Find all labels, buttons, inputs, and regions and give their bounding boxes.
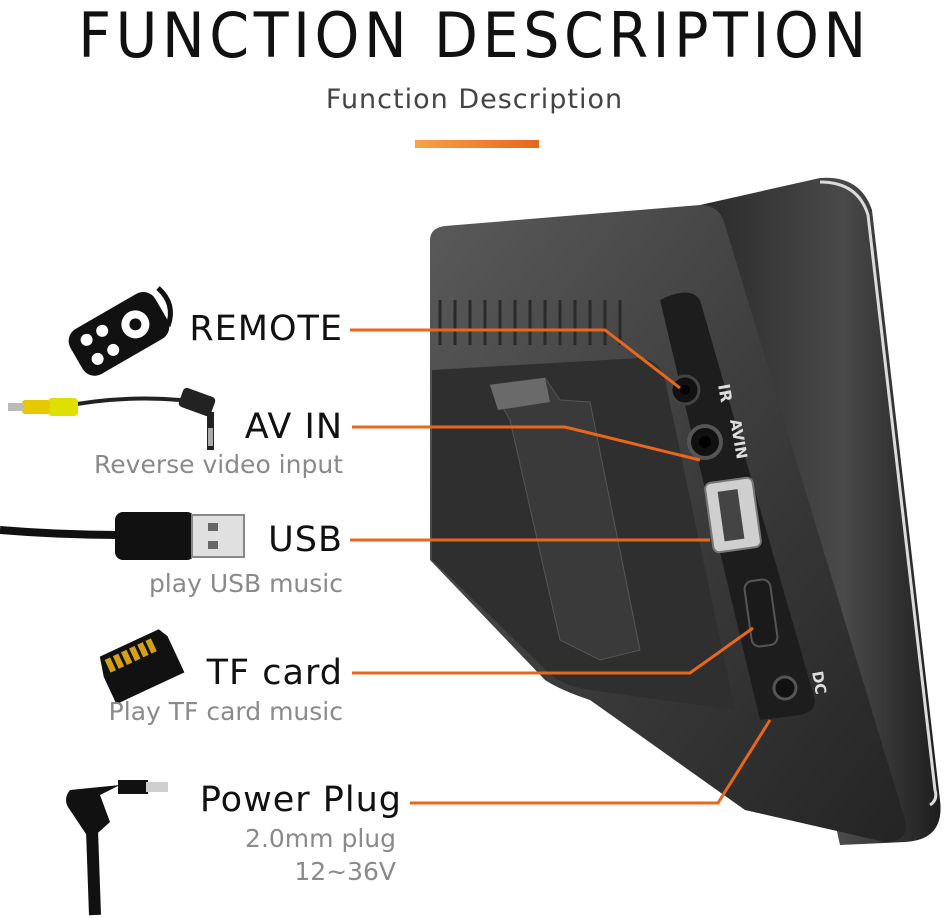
feature-desc-usb: play USB music [148, 569, 343, 598]
ir-sensor [669, 374, 701, 406]
tf-card-icon [99, 629, 185, 705]
port-label-dc: DC [808, 670, 830, 696]
usb-port [704, 476, 762, 554]
feature-desc-power-plug-voltage: 12~36V [294, 857, 396, 886]
feature-label-av-in: AV IN [244, 407, 343, 447]
feature-label-tf-card: TF card [206, 653, 343, 693]
power-leader-line [410, 719, 772, 805]
signal-waves-icon [148, 286, 173, 327]
feature-desc-tf-card: Play TF card music [108, 697, 343, 726]
page-subtitle: Function Description [325, 84, 624, 115]
rca-cable-icon [8, 387, 216, 450]
page-title: FUNCTION DESCRIPTION [78, 0, 871, 72]
remote-leader-line [350, 328, 681, 390]
dc-jack [772, 675, 798, 701]
remote-control-icon [68, 291, 170, 376]
feature-label-remote: REMOTE [189, 309, 343, 349]
monitor-body [430, 177, 941, 845]
dc-plug-icon [66, 780, 168, 916]
port-label-ir: IR [714, 382, 736, 403]
accent-underline [415, 140, 539, 148]
avin-jack [687, 424, 723, 460]
avin-leader-line [352, 425, 701, 462]
tf-leader-line [352, 626, 754, 675]
feature-desc-power-plug-size: 2.0mm plug [245, 824, 396, 853]
feature-label-usb: USB [268, 520, 343, 560]
usb-cable-icon [0, 512, 245, 560]
callout-lines [350, 328, 772, 805]
feature-desc-av-in: Reverse video input [94, 450, 343, 479]
feature-label-power-plug: Power Plug [199, 780, 402, 820]
